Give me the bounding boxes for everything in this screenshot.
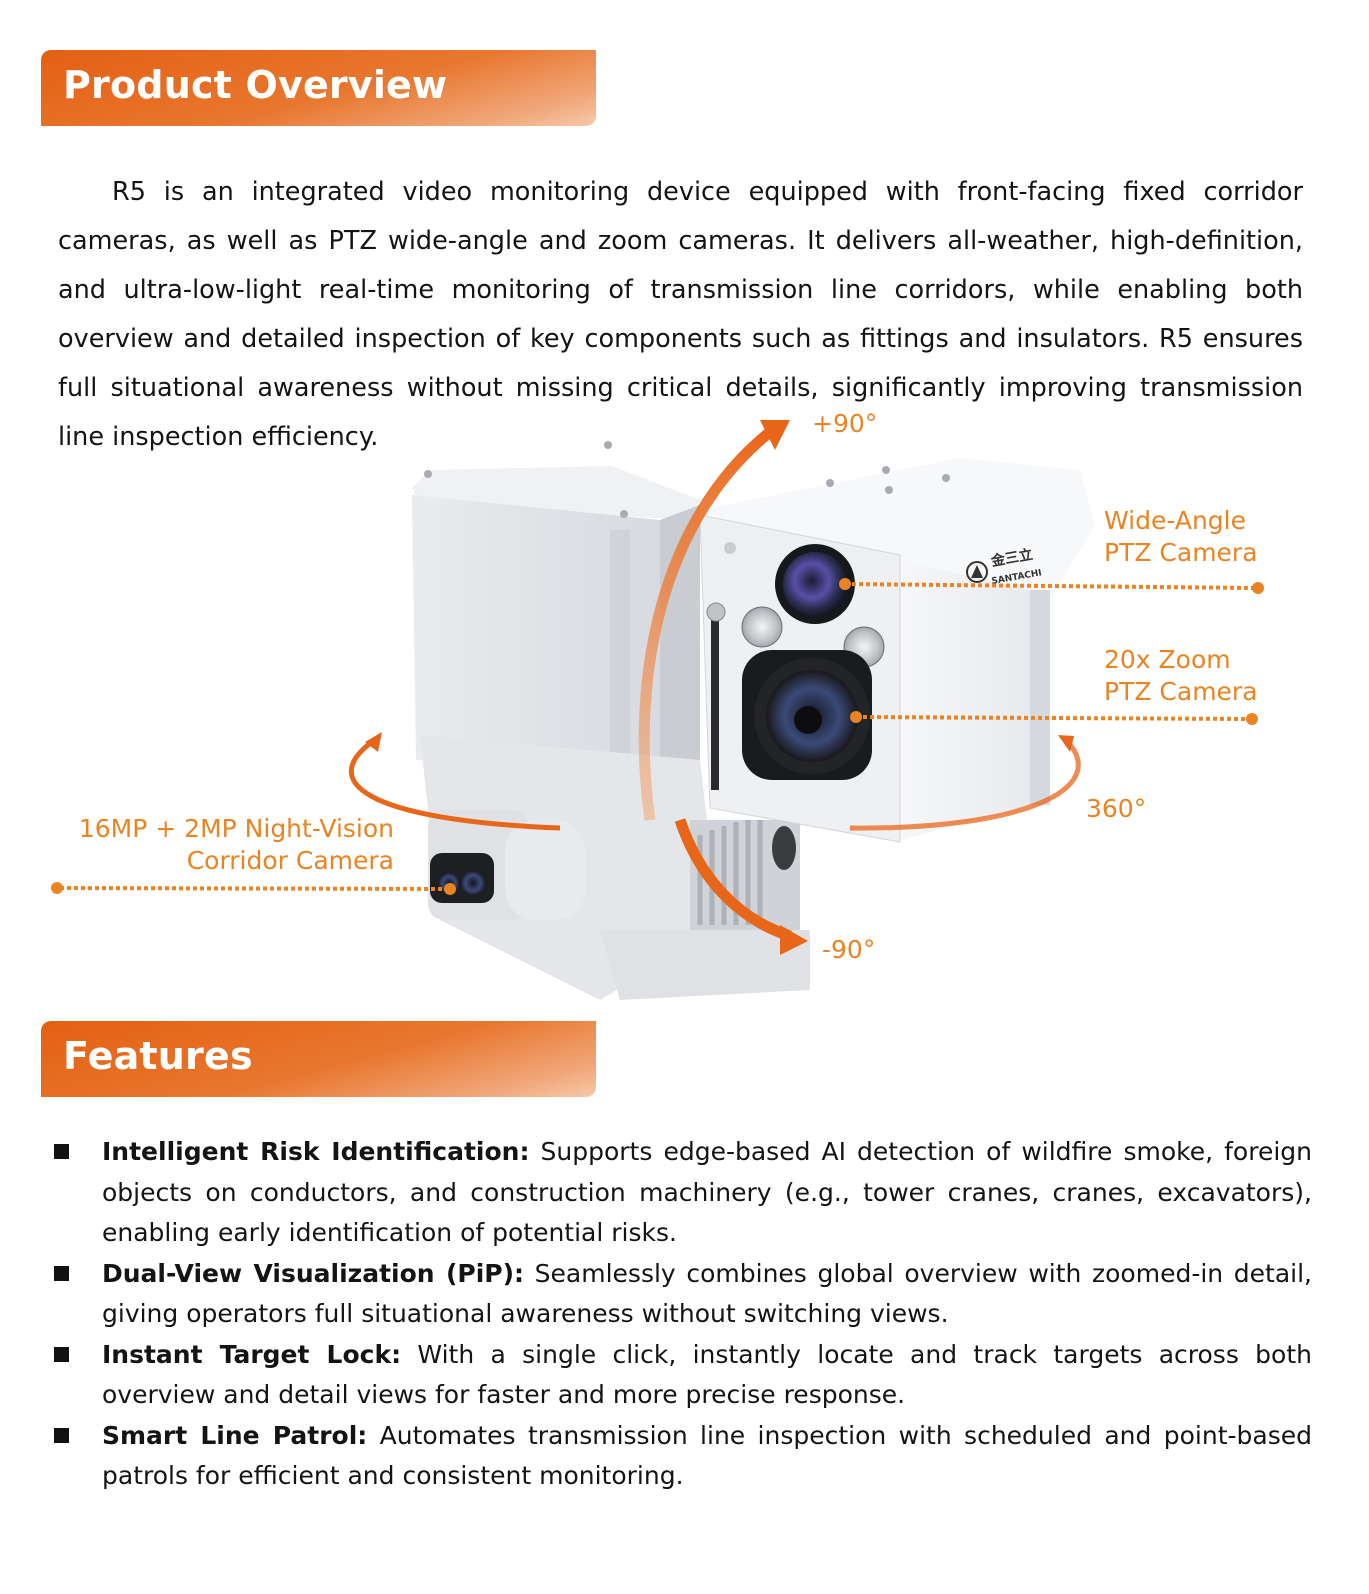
- features-list: Intelligent Risk Identification: Support…: [54, 1132, 1312, 1497]
- label-line: 20x Zoom: [1104, 645, 1231, 674]
- feature-text: With a single click, instantly locate an…: [102, 1339, 1312, 1410]
- label-line: PTZ Camera: [1104, 677, 1258, 706]
- features-heading-banner: Features: [41, 1021, 596, 1097]
- brand-logo-en: SANTACHI: [991, 568, 1043, 587]
- tilt-up-label: +90°: [812, 409, 878, 438]
- brand-logo-cn: 金三立: [989, 546, 1034, 570]
- zoom-camera-label: 20x Zoom PTZ Camera: [1104, 644, 1258, 708]
- gimbal-base: [420, 735, 810, 1000]
- section-title: Product Overview: [63, 63, 448, 107]
- housing-box: [412, 466, 700, 775]
- feature-item: Intelligent Risk Identification: Support…: [54, 1132, 1312, 1254]
- feature-item: Instant Target Lock: With a single click…: [54, 1335, 1312, 1416]
- label-line: Wide-Angle: [1104, 506, 1246, 535]
- corridor-camera-label: 16MP + 2MP Night-Vision Corridor Camera: [60, 813, 394, 877]
- square-bullet-icon: [54, 1265, 69, 1281]
- corridor-camera-module: [428, 810, 585, 920]
- square-bullet-icon: [54, 1346, 69, 1362]
- square-bullet-icon: [54, 1427, 69, 1443]
- feature-item: Smart Line Patrol: Automates transmissio…: [54, 1416, 1312, 1497]
- tilt-down-label: -90°: [822, 935, 876, 964]
- product-overview-heading-banner: Product Overview: [41, 50, 596, 126]
- feature-text: Supports edge-based AI detection of wild…: [102, 1137, 1312, 1247]
- label-line: 16MP + 2MP Night-Vision: [78, 814, 394, 843]
- ptz-camera-head: 金三立 SANTACHI: [424, 441, 1095, 843]
- feature-text: Seamlessly combines global overview with…: [102, 1258, 1312, 1329]
- feature-text: Automates transmission line inspection w…: [102, 1420, 1312, 1491]
- feature-title: Dual-View Visualization (PiP):: [102, 1258, 525, 1288]
- feature-title: Intelligent Risk Identification:: [102, 1137, 530, 1166]
- label-line: Corridor Camera: [186, 846, 394, 875]
- overview-text: R5 is an integrated video monitoring dev…: [58, 176, 1303, 452]
- section-title: Features: [63, 1034, 253, 1078]
- wide-angle-camera-label: Wide-Angle PTZ Camera: [1104, 505, 1258, 569]
- feature-item: Dual-View Visualization (PiP): Seamlessl…: [54, 1254, 1312, 1335]
- label-line: PTZ Camera: [1104, 538, 1258, 567]
- overview-paragraph: R5 is an integrated video monitoring dev…: [58, 168, 1303, 462]
- square-bullet-icon: [54, 1144, 69, 1159]
- tilt-arrow-icon: [638, 420, 808, 955]
- feature-title: Instant Target Lock:: [102, 1339, 402, 1369]
- pan-arrow-icon: [348, 732, 1081, 831]
- feature-title: Smart Line Patrol:: [102, 1420, 368, 1450]
- pan-label: 360°: [1086, 794, 1147, 823]
